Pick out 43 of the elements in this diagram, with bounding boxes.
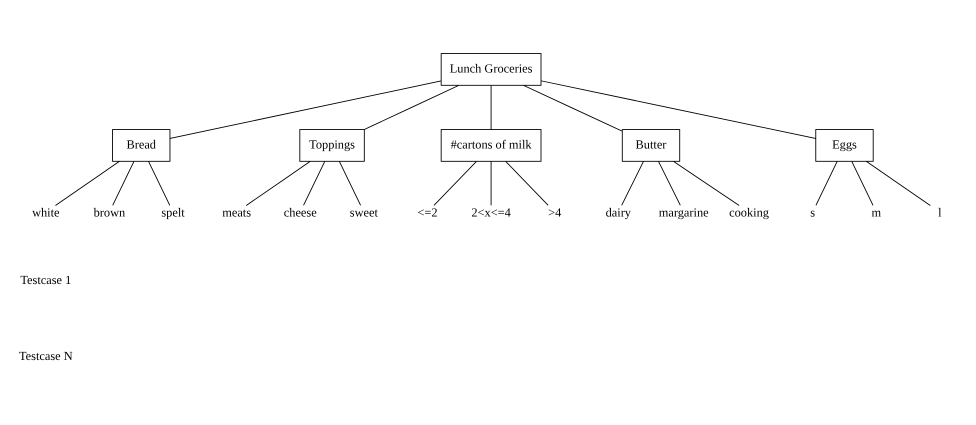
node-text: sweet [350,204,378,219]
connector [490,84,492,130]
connector [339,160,362,206]
node-text: 2<x<=4 [471,204,511,219]
connector [434,160,477,206]
connector [112,160,134,206]
node-box: Eggs [815,128,874,162]
node-text: cheese [284,204,317,219]
connector [851,160,874,206]
label: Testcase 1 [20,272,72,286]
connector [658,160,681,206]
node-box: Butter [622,128,680,162]
node-text: s [810,204,816,219]
node-text: <=2 [417,204,438,219]
label: Testcase N [18,348,73,362]
connector [523,84,622,132]
node-text: white [32,204,60,219]
node-box: Lunch Groceries [440,52,542,86]
connector [303,160,326,206]
node-text: margarine [658,204,709,219]
connector [246,160,311,206]
connector [816,160,838,206]
connector [364,84,459,130]
connector [866,160,931,206]
connector [505,160,549,206]
node-text: l [938,204,942,219]
connector [673,160,740,206]
connector [148,160,170,206]
connector [170,80,442,138]
node-text: spelt [161,204,185,219]
node-text: m [871,204,882,219]
connector [621,160,644,206]
node-box: Toppings [299,128,365,162]
connector [490,160,492,206]
node-text: meats [222,204,252,219]
node-box: Bread [112,128,170,162]
node-text: dairy [606,204,632,219]
node-text: brown [94,204,126,219]
node-text: >4 [548,204,562,219]
connector [55,160,120,206]
connector [540,80,816,138]
node-text: cooking [729,204,769,219]
node-box: #cartons of milk [440,128,542,162]
